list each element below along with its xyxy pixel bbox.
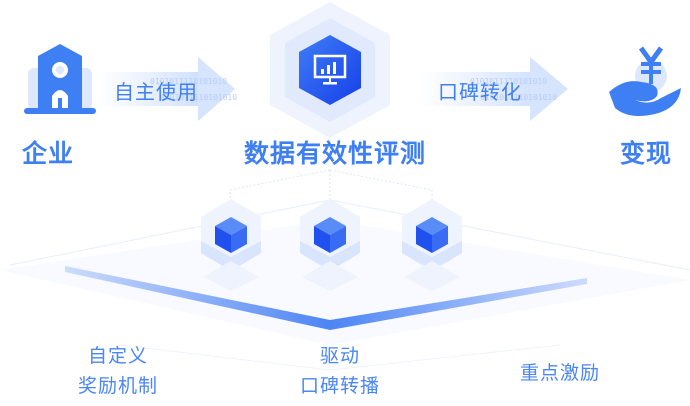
svg-text:0101011110101010: 0101011110101010 <box>160 93 237 102</box>
svg-text:0101011110101010: 0101011110101010 <box>470 77 547 86</box>
feature-item: 驱动 口碑转播 <box>280 341 400 401</box>
svg-text:0101011110101010: 0101011110101010 <box>480 93 557 102</box>
feature-line1: 重点激励 <box>519 362 600 384</box>
node-center-label: 数据有效性评测 <box>244 139 427 168</box>
svg-text:0101011110101010: 0101011110101010 <box>150 77 227 86</box>
feature-line2: 奖励机制 <box>77 375 158 397</box>
arrow-left-label: 自主使用 <box>114 80 198 104</box>
feature-line2: 口碑转播 <box>299 375 380 397</box>
feature-line1: 驱动 <box>319 345 360 367</box>
arrow-right-label: 口碑转化 <box>438 80 522 104</box>
node-right-label: 变现 <box>620 139 673 168</box>
feature-line1: 自定义 <box>87 345 148 367</box>
hand-yuan-icon <box>609 46 681 116</box>
node-left <box>20 40 100 120</box>
monitor-chart-icon <box>313 54 347 85</box>
cube-icon <box>300 199 360 291</box>
node-left-label: 企业 <box>22 139 75 168</box>
building-icon <box>24 44 96 114</box>
node-center <box>310 50 350 90</box>
arrow-left: 0101011110101010 0101011110101010 <box>100 57 237 121</box>
feature-item: 重点激励 <box>500 358 620 388</box>
node-right <box>605 42 685 122</box>
cube-icon <box>201 199 261 291</box>
cube-icon <box>402 199 462 291</box>
arrow-right: 0101011110101010 0101011110101010 <box>420 57 568 121</box>
feature-item: 自定义 奖励机制 <box>58 341 178 401</box>
